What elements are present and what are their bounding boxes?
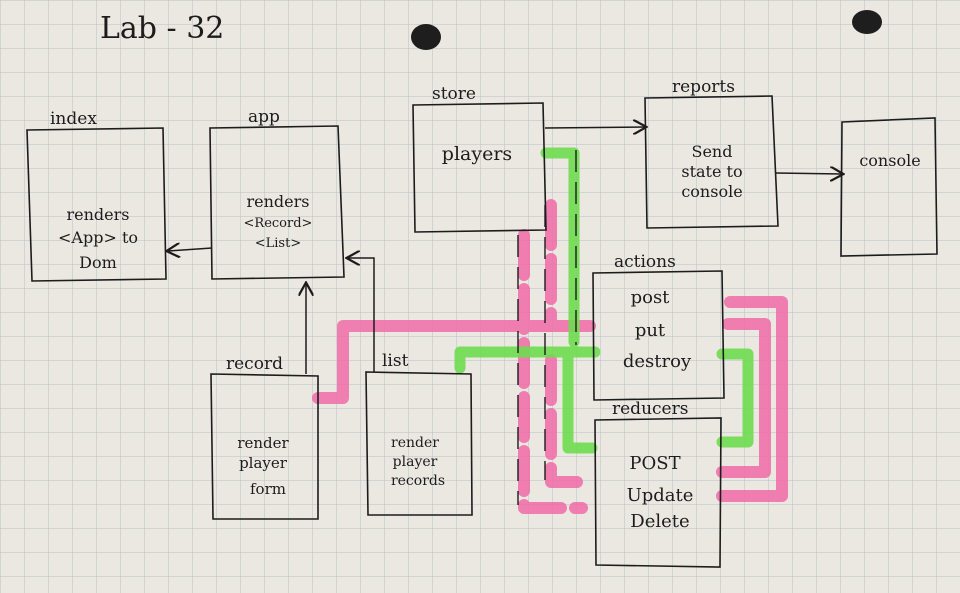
box-record: [210, 373, 319, 520]
app-line-3: <List>: [255, 236, 301, 251]
list-line-2: player: [393, 454, 438, 470]
reports-line-3: console: [681, 182, 742, 201]
record-line-2: player: [239, 454, 288, 472]
page-title: Lab - 32: [100, 11, 224, 46]
list-line-1: render: [391, 435, 439, 451]
label-list: list: [382, 351, 409, 371]
arrow-app-to-index: [168, 248, 213, 251]
green-highlight-paths: [454, 147, 754, 454]
box-app: [209, 125, 345, 280]
box-console: [840, 117, 938, 257]
box-labels: index app store reports actions reducers…: [50, 77, 735, 419]
label-record: record: [226, 354, 283, 374]
label-actions: actions: [614, 252, 676, 272]
actions-line-3: destroy: [623, 351, 692, 372]
box-actions: [592, 270, 725, 401]
box-index: [26, 127, 167, 282]
record-line-3: form: [250, 480, 286, 498]
record-line-1: render: [237, 434, 289, 452]
index-line-1: renders: [67, 205, 130, 224]
punch-hole: [852, 10, 882, 34]
box-contents: renders <App> to Dom renders <Record> <L…: [58, 142, 921, 532]
label-store: store: [432, 84, 476, 104]
box-outlines: [26, 95, 938, 568]
console-line-1: console: [859, 151, 920, 170]
pink-highlight-paths: [312, 199, 788, 514]
box-reducers: [594, 417, 722, 568]
actions-line-1: post: [631, 287, 671, 308]
app-line-2: <Record>: [244, 216, 313, 231]
store-line-1: players: [442, 143, 512, 165]
label-reducers: reducers: [612, 399, 688, 419]
dashed-ink-lines: [517, 150, 577, 505]
list-line-3: records: [391, 473, 445, 489]
arrow-list-to-app: [348, 258, 375, 372]
box-reports: [644, 95, 779, 229]
reports-line-1: Send: [692, 142, 733, 161]
index-line-3: Dom: [79, 253, 117, 272]
arrow-store-to-reports: [544, 127, 645, 128]
index-line-2: <App> to: [58, 228, 138, 247]
reports-line-2: state to: [681, 162, 742, 181]
label-reports: reports: [672, 77, 735, 97]
reducers-line-2: Update: [627, 485, 694, 506]
app-line-1: renders: [247, 192, 310, 211]
punch-hole: [411, 24, 441, 50]
label-app: app: [248, 107, 280, 127]
reducers-line-1: POST: [629, 453, 680, 474]
arrows: [168, 127, 842, 374]
reducers-line-3: Delete: [630, 511, 689, 532]
arrow-reports-to-console: [775, 173, 842, 174]
box-list: [365, 371, 473, 516]
actions-line-2: put: [635, 320, 666, 341]
box-store: [412, 102, 547, 233]
label-index: index: [50, 109, 97, 129]
